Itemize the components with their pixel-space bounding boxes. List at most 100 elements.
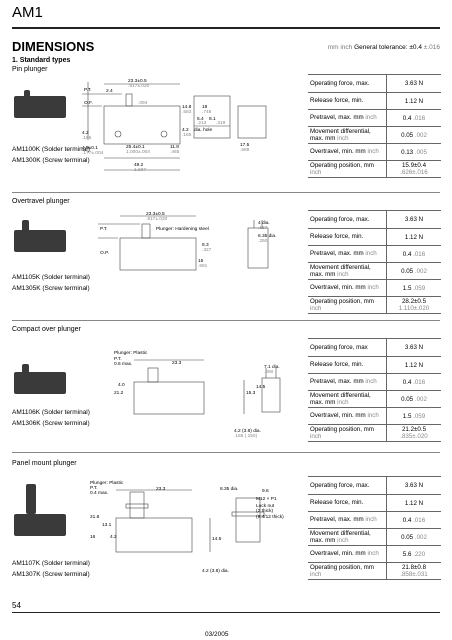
section-title-compact: Compact over plunger xyxy=(12,326,81,333)
compact-plunger-drawing: Plunger: Plastic P.T. 0.6 max. 23.3 7.1 … xyxy=(114,350,281,439)
spec-value: 1.12 N xyxy=(386,356,441,374)
overtravel-plunger-drawing: P.T. O.P. 23.3±0.5 .917±.020 Plunger: Ha… xyxy=(98,211,276,271)
product-photo xyxy=(14,514,66,536)
spec-row: Release force, min.1.12 N xyxy=(308,92,441,110)
svg-text:(2 thick): (2 thick) xyxy=(256,508,273,514)
svg-text:23.3±0.5: 23.3±0.5 xyxy=(146,211,165,217)
svg-text:.327: .327 xyxy=(202,247,212,253)
spec-label: Operating force, max. xyxy=(308,476,387,495)
svg-text:23.3: 23.3 xyxy=(156,486,166,492)
svg-text:dia. hole: dia. hole xyxy=(194,127,212,133)
spec-row: Release force, min.1.12 N xyxy=(308,228,441,246)
dimensions-heading: DIMENSIONS xyxy=(12,39,95,54)
svg-text:7.1 dia.: 7.1 dia. xyxy=(264,364,280,370)
svg-text:M12 × P1: M12 × P1 xyxy=(256,496,277,502)
model-list: AM1106K (Solder terminal)AM1306K (Screw … xyxy=(12,409,90,427)
svg-text:1.937: 1.937 xyxy=(134,167,146,173)
svg-text:0.6 max.: 0.6 max. xyxy=(114,361,132,367)
svg-text:.319: .319 xyxy=(216,120,226,126)
svg-text:.165: .165 xyxy=(182,132,192,138)
spec-value: 3.63 N xyxy=(386,210,441,229)
svg-text:(9.4/12 thick): (9.4/12 thick) xyxy=(256,514,284,520)
product-photo xyxy=(14,96,66,118)
svg-text:8.1: 8.1 xyxy=(209,116,216,122)
spec-value: 0.05 .002 xyxy=(386,528,441,546)
product-photo-plunger xyxy=(24,90,30,98)
section-subtitle-pin: Pin plunger xyxy=(12,66,48,73)
svg-text:4.2: 4.2 xyxy=(110,534,117,540)
svg-text:49.2: 49.2 xyxy=(134,162,144,168)
footer-date: 03/2005 xyxy=(205,631,229,638)
model-list: AM1105K (Solder terminal)AM1305K (Screw … xyxy=(12,274,90,292)
svg-text:.250: .250 xyxy=(258,238,268,244)
svg-text:.917±.020: .917±.020 xyxy=(128,83,150,89)
svg-text:14.8: 14.8 xyxy=(182,104,192,110)
spec-label: Pretravel, max. mm inch xyxy=(308,511,387,529)
spec-label: Operating position, mm inch xyxy=(308,296,387,314)
section-divider xyxy=(12,320,440,321)
spec-value: 5.6 .220 xyxy=(386,545,441,563)
svg-text:Lock nut: Lock nut xyxy=(256,503,275,509)
spec-label: Release force, min. xyxy=(308,494,387,512)
svg-text:19: 19 xyxy=(202,104,208,110)
spec-label: Movement differential, max. mm inch xyxy=(308,390,387,408)
spec-value: 0.4 .016 xyxy=(386,373,441,391)
product-photo-plunger xyxy=(22,364,29,373)
svg-text:.213: .213 xyxy=(197,120,207,126)
product-photo xyxy=(14,372,66,394)
spec-label: Operating position, mm inch xyxy=(308,562,387,580)
spec-label: Pretravel, max. mm inch xyxy=(308,373,387,391)
spec-row: Release force, min.1.12 N xyxy=(308,356,441,374)
spec-value: 0.05 .002 xyxy=(386,390,441,408)
svg-text:.280: .280 xyxy=(264,369,274,375)
spec-value: 3.63 N xyxy=(386,338,441,357)
spec-label: Operating force, max xyxy=(308,338,387,357)
svg-text:25.4±0.1: 25.4±0.1 xyxy=(126,144,145,150)
svg-text:21.8: 21.8 xyxy=(90,514,100,520)
model-list: AM1100K (Solder terminal)AM1300K (Screw … xyxy=(12,146,90,164)
product-photo-plunger xyxy=(26,484,36,514)
svg-text:O.F.: O.F. xyxy=(84,100,93,106)
svg-text:21.2: 21.2 xyxy=(114,390,124,396)
spec-value: 15.9±0.4.626±.016 xyxy=(386,160,441,178)
svg-text:23.3±0.5: 23.3±0.5 xyxy=(128,78,147,84)
section-divider xyxy=(12,452,440,453)
spec-label: Operating force, max. xyxy=(308,210,387,229)
svg-text:17.5: 17.5 xyxy=(240,142,250,148)
page-number: 54 xyxy=(12,601,21,610)
spec-value: 21.2±0.5.835±.020 xyxy=(386,424,441,442)
svg-text:2.4: 2.4 xyxy=(106,88,113,94)
svg-text:Plunger: Plastic: Plunger: Plastic xyxy=(114,350,148,356)
svg-text:4.2 (3.8) dia.: 4.2 (3.8) dia. xyxy=(234,428,261,434)
svg-text:4.5±0.1: 4.5±0.1 xyxy=(82,145,98,151)
spec-value: 0.05 .002 xyxy=(386,126,441,144)
svg-text:P.T.: P.T. xyxy=(84,87,92,93)
svg-text:16: 16 xyxy=(90,534,96,540)
product-photo xyxy=(14,230,66,252)
svg-text:P.T.: P.T. xyxy=(90,485,98,491)
spec-value: 3.63 N xyxy=(386,476,441,495)
svg-text:9.6: 9.6 xyxy=(262,488,269,494)
spec-value: 0.4 .016 xyxy=(386,109,441,127)
svg-text:Plunger: Hardening steel: Plunger: Hardening steel xyxy=(156,226,209,232)
spec-value: 1.12 N xyxy=(386,228,441,246)
svg-text:4 dia.: 4 dia. xyxy=(258,220,270,226)
footer-rule xyxy=(12,612,440,613)
spec-label: Movement differential, max. mm inch xyxy=(308,528,387,546)
page-header-title: AM1 xyxy=(12,4,43,21)
pin-plunger-drawing: P.T. O.F. 23.3±0.5 .917±.020 2.4 .094 14… xyxy=(82,78,267,173)
svg-text:O.P.: O.P. xyxy=(100,250,109,256)
